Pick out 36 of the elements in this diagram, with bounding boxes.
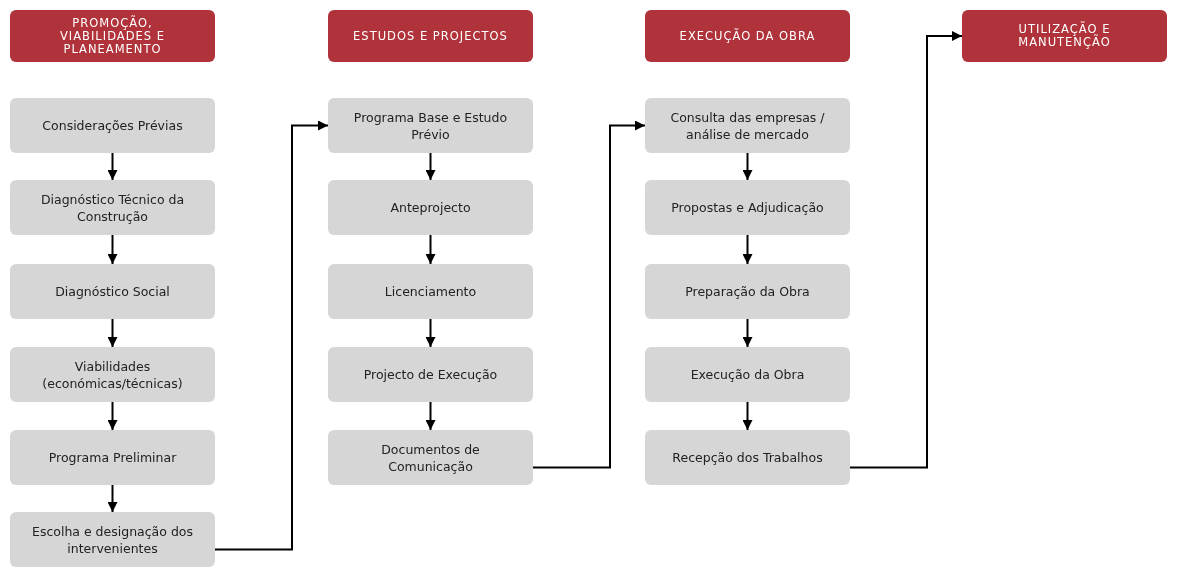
arrow (425, 152, 436, 181)
arrow (107, 234, 118, 265)
process-box: Viabilidades (económicas/técnicas) (10, 347, 215, 402)
arrow (742, 152, 753, 181)
process-box: Documentos de Comunicação (328, 430, 533, 485)
process-box: Consulta das empresas / análise de mercado (645, 98, 850, 153)
process-box: Anteprojecto (328, 180, 533, 235)
process-box: Programa Base e Estudo Prévio (328, 98, 533, 153)
process-box: Recepção dos Trabalhos (645, 430, 850, 485)
arrow (107, 318, 118, 348)
phase-header: PROMOÇÃO, VIABILIDADES E PLANEAMENTO (10, 10, 215, 62)
process-box: Diagnóstico Técnico da Construção (10, 180, 215, 235)
phase-header: EXECUÇÃO DA OBRA (645, 10, 850, 62)
process-box: Programa Preliminar (10, 430, 215, 485)
arrow (532, 120, 646, 469)
arrow (107, 484, 118, 513)
process-box: Execução da Obra (645, 347, 850, 402)
process-box: Escolha e designação dos intervenientes (10, 512, 215, 567)
process-box: Diagnóstico Social (10, 264, 215, 319)
process-box: Considerações Prévias (10, 98, 215, 153)
process-box: Projecto de Execução (328, 347, 533, 402)
phase-header: ESTUDOS E PROJECTOS (328, 10, 533, 62)
process-box: Licenciamento (328, 264, 533, 319)
arrow (742, 234, 753, 265)
arrow (849, 31, 963, 469)
arrow (107, 401, 118, 431)
arrow (214, 120, 329, 551)
arrow (107, 152, 118, 181)
process-box: Propostas e Adjudicação (645, 180, 850, 235)
arrow (425, 318, 436, 348)
process-box: Preparação da Obra (645, 264, 850, 319)
arrow (425, 234, 436, 265)
arrow (742, 401, 753, 431)
arrow (425, 401, 436, 431)
arrow (742, 318, 753, 348)
phase-header: UTILIZAÇÃO E MANUTENÇÃO (962, 10, 1167, 62)
